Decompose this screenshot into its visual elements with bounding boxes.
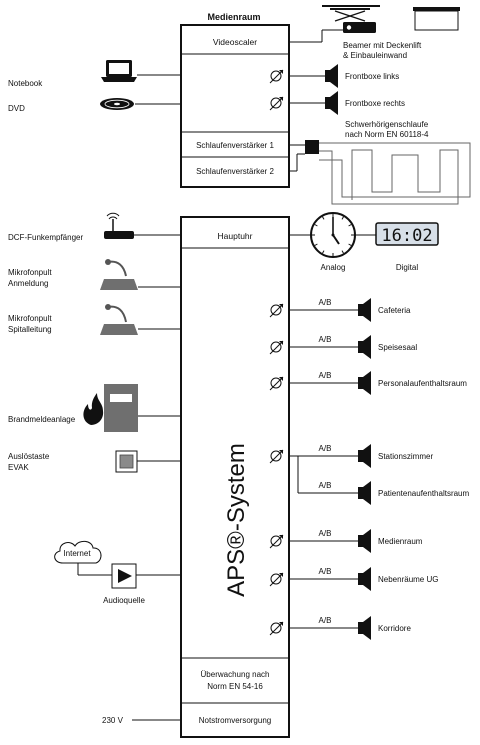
media-room-box bbox=[180, 24, 290, 188]
fire-alarm-panel-icon bbox=[104, 384, 138, 432]
antenna-receiver-icon bbox=[104, 212, 134, 239]
notebook-label: Notebook bbox=[8, 79, 43, 88]
screen-icon bbox=[413, 7, 460, 31]
zone-row: A/B Personalaufenthaltsraum bbox=[269, 371, 467, 395]
speaker-icon bbox=[325, 64, 338, 88]
evac-button-icon bbox=[115, 450, 138, 473]
monitoring-label-line2: Norm EN 54-16 bbox=[207, 682, 263, 691]
master-clock-label: Hauptuhr bbox=[218, 231, 253, 241]
speaker-zones: A/BCafeteriaA/BSpeisesaalA/BPersonalaufe… bbox=[269, 298, 470, 640]
speaker-icon bbox=[358, 335, 371, 359]
zone-name-label: Stationszimmer bbox=[378, 452, 433, 461]
induction-loop-wiring bbox=[319, 142, 471, 205]
videoscaler-label: Videoscaler bbox=[213, 37, 257, 47]
dcf-receiver-label: DCF-Funkempfänger bbox=[8, 233, 83, 242]
zone-row: A/B Nebenräume UG bbox=[269, 567, 438, 591]
beamer-label-line2: & Einbauleinwand bbox=[343, 51, 407, 60]
aps-system-title: APS®-System bbox=[223, 443, 250, 597]
monitoring-label-line1: Überwachung nach bbox=[201, 670, 270, 679]
analog-clock-icon bbox=[310, 212, 356, 258]
zone-row: A/B Korridore bbox=[269, 616, 411, 640]
fire-alarm-label: Brandmeldeanlage bbox=[8, 415, 76, 424]
zone-row: A/B Patientenaufenthaltsraum bbox=[297, 456, 470, 505]
speaker-icon bbox=[358, 444, 371, 468]
evac-button-label-line2: EVAK bbox=[8, 463, 29, 472]
microphone-desk-icon bbox=[100, 304, 138, 335]
zone-name-label: Nebenräume UG bbox=[378, 575, 438, 584]
zone-row: A/B Cafeteria bbox=[269, 298, 411, 322]
speaker-icon bbox=[358, 567, 371, 591]
speaker-left-label: Frontboxe links bbox=[345, 72, 399, 81]
mic-desk-1-label-line1: Mikrofonpult bbox=[8, 268, 52, 277]
induction-loop-label-line2: nach Norm EN 60118-4 bbox=[345, 130, 429, 139]
aps-system-box bbox=[180, 216, 290, 738]
zone-name-label: Medienraum bbox=[378, 537, 423, 546]
zone-ab-label: A/B bbox=[319, 335, 332, 344]
cloud-icon bbox=[54, 540, 102, 564]
zone-ab-label: A/B bbox=[319, 371, 332, 380]
internet-label: Internet bbox=[63, 549, 91, 558]
speaker-icon bbox=[358, 298, 371, 322]
induction-loop-label-line1: Schwerhörigenschlaufe bbox=[345, 120, 429, 129]
beamer-label-line1: Beamer mit Deckenlift bbox=[343, 41, 422, 50]
loop-junction-box bbox=[305, 140, 319, 154]
loop-amp-2-label: Schlaufenverstärker 2 bbox=[196, 167, 274, 176]
speaker-right-label: Frontboxe rechts bbox=[345, 99, 405, 108]
loop-amp-1-label: Schlaufenverstärker 1 bbox=[196, 141, 274, 150]
media-room-title: Medienraum bbox=[207, 12, 260, 22]
projector-lift-icon bbox=[322, 5, 380, 33]
evac-button-label-line1: Auslöstaste bbox=[8, 452, 50, 461]
dvd-disc-icon bbox=[100, 98, 134, 110]
zone-name-label: Cafeteria bbox=[378, 306, 411, 315]
zone-ab-label: A/B bbox=[319, 616, 332, 625]
mic-desk-2-label-line1: Mikrofonpult bbox=[8, 314, 52, 323]
power-input-label: 230 V bbox=[102, 716, 124, 725]
zone-row: A/B Stationszimmer bbox=[269, 444, 433, 468]
zone-name-label: Personalaufenthaltsraum bbox=[378, 379, 467, 388]
digital-clock-icon: 16:02 bbox=[375, 222, 439, 246]
speaker-icon bbox=[358, 529, 371, 553]
zone-ab-label: A/B bbox=[319, 481, 332, 490]
play-button-icon bbox=[111, 563, 137, 589]
laptop-icon bbox=[101, 60, 137, 82]
zone-name-label: Patientenaufenthaltsraum bbox=[378, 489, 470, 498]
zone-ab-label: A/B bbox=[319, 529, 332, 538]
speaker-icon bbox=[358, 481, 371, 505]
zone-ab-label: A/B bbox=[319, 298, 332, 307]
zone-row: A/B Medienraum bbox=[269, 529, 423, 553]
speaker-icon bbox=[358, 371, 371, 395]
zone-ab-label: A/B bbox=[319, 444, 332, 453]
zone-name-label: Korridore bbox=[378, 624, 411, 633]
digital-clock-label: Digital bbox=[396, 263, 418, 272]
zone-ab-label: A/B bbox=[319, 567, 332, 576]
mic-desk-1-label-line2: Anmeldung bbox=[8, 279, 48, 288]
fire-icon bbox=[83, 393, 104, 425]
analog-clock-label: Analog bbox=[321, 263, 346, 272]
speaker-icon bbox=[358, 616, 371, 640]
emergency-power-label: Notstromversorgung bbox=[199, 716, 271, 725]
zone-name-label: Speisesaal bbox=[378, 343, 417, 352]
mic-desk-2-label-line2: Spitalleitung bbox=[8, 325, 52, 334]
microphone-desk-icon bbox=[100, 259, 138, 290]
digital-clock-time: 16:02 bbox=[381, 226, 432, 246]
audio-source-label: Audioquelle bbox=[103, 596, 145, 605]
zone-row: A/B Speisesaal bbox=[269, 335, 417, 359]
dvd-label: DVD bbox=[8, 104, 25, 113]
speaker-icon bbox=[325, 91, 338, 115]
